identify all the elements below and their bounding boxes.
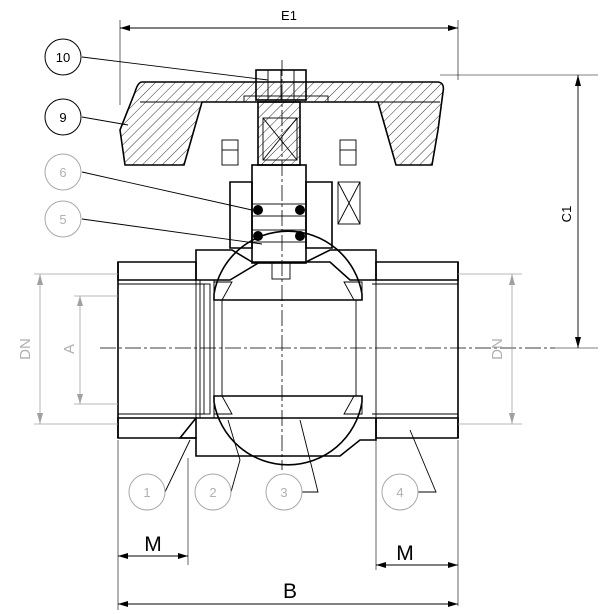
callout-6-label: 6 — [59, 165, 66, 180]
callout-4: 4 — [381, 429, 437, 511]
dimension-dn-right: DN — [458, 273, 522, 425]
dimension-m-left-label: M — [144, 533, 162, 556]
dimension-b: B — [117, 570, 458, 610]
dimension-e1-label: E1 — [281, 8, 297, 23]
callout-9: 9 — [44, 98, 129, 136]
callout-5: 5 — [44, 200, 263, 245]
dimension-m-right: M — [375, 440, 459, 606]
dimension-a: A — [61, 295, 118, 405]
callout-1: 1 — [128, 439, 191, 511]
dimension-m-right-label: M — [396, 542, 414, 565]
centerlines — [100, 60, 555, 470]
dimension-dn-left-label: DN — [17, 338, 34, 360]
callout-6: 6 — [44, 153, 253, 211]
callout-2-label: 2 — [209, 485, 216, 500]
dimension-c1: C1 — [440, 74, 598, 349]
callout-10-label: 10 — [56, 50, 70, 65]
callout-4-label: 4 — [396, 485, 403, 500]
dimension-dn-left: DN — [17, 273, 118, 425]
valve-body — [117, 249, 459, 457]
callout-3: 3 — [265, 419, 319, 511]
dimension-dn-right-label: DN — [489, 338, 506, 360]
callout-2: 2 — [194, 419, 241, 511]
callout-3-label: 3 — [280, 485, 287, 500]
dimension-a-label: A — [61, 344, 78, 354]
dimension-c1-label: C1 — [559, 206, 574, 223]
callout-5-label: 5 — [59, 212, 66, 227]
dimension-m-left: M — [117, 440, 189, 570]
callout-1-label: 1 — [143, 485, 150, 500]
dimension-b-label: B — [283, 580, 297, 603]
callout-9-label: 9 — [59, 110, 66, 125]
callout-10: 10 — [44, 38, 269, 81]
dimension-e1: E1 — [119, 8, 459, 105]
valve-ball — [213, 230, 363, 466]
stem-housing — [229, 181, 361, 249]
handle-nut — [243, 69, 329, 103]
